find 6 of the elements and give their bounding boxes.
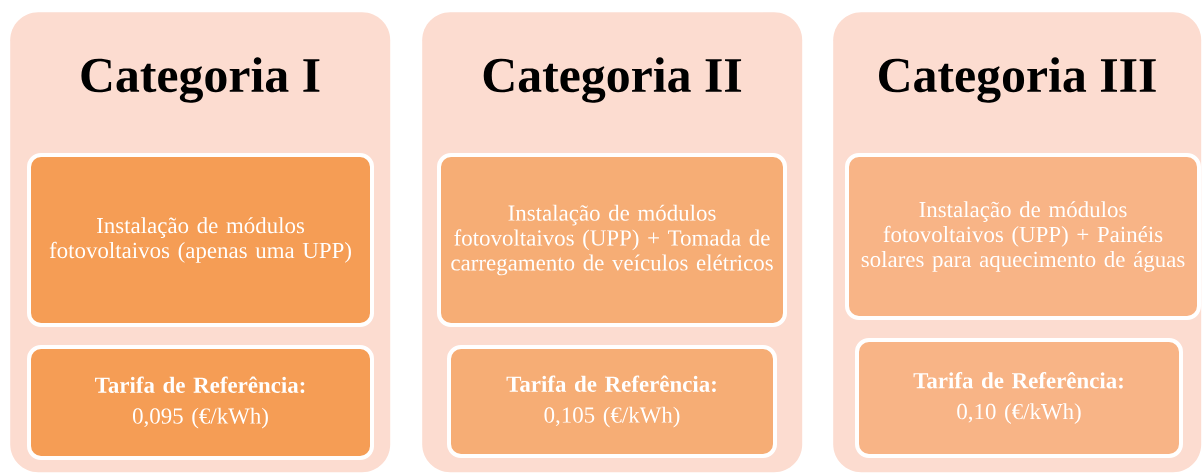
tariff-box: Tarifa de Referência: 0,10 (€/kWh) — [855, 338, 1183, 458]
description-box: Instalação de módulos fotovoltaivos (UPP) + Painéis solares para aquecimento de águas — [845, 153, 1201, 320]
description-box: Instalação de módulos fotovoltaivos (apenas uma UPP) — [27, 153, 374, 327]
description-box: Instalação de módulos fotovoltaivos (UPP) + Tomada de carregamento de veículos elétricos — [437, 153, 787, 327]
tariff-box: Tarifa de Referência: 0,095 (€/kWh) — [27, 345, 374, 460]
tariff-box: Tarifa de Referência: 0,105 (€/kWh) — [447, 345, 777, 458]
